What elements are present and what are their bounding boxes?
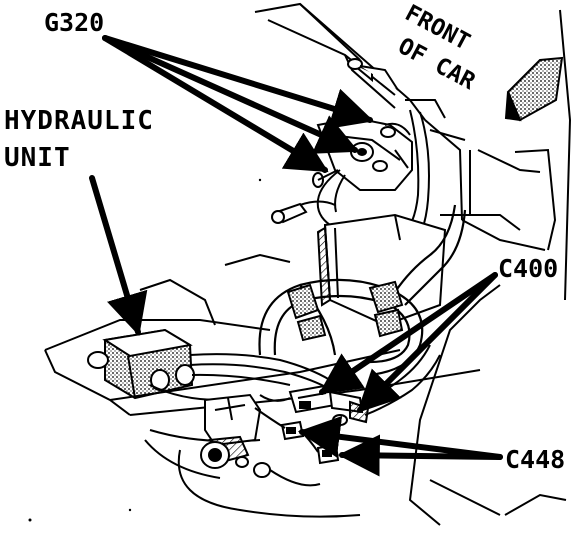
hydraulic-unit-block <box>87 328 195 400</box>
stray-marks <box>28 178 262 522</box>
label-c400: C400 <box>498 254 559 283</box>
ground-bolt <box>271 169 339 224</box>
label-hydraulic-line2: UNIT <box>4 143 71 173</box>
ground-bracket <box>316 116 413 191</box>
harness-clips <box>286 280 404 342</box>
c448-pointer-arrows <box>297 415 503 477</box>
c400-pointer-arrows <box>318 272 498 413</box>
g320-pointer-arrows <box>102 35 375 173</box>
label-hydraulic-line1: HYDRAULIC <box>4 106 154 136</box>
pump-motor <box>200 393 321 487</box>
front-direction-arrow <box>504 56 564 122</box>
upper-pipe <box>347 58 399 91</box>
hydraulic-unit-pointer-arrow <box>89 175 148 337</box>
connector-c448-body <box>280 420 340 465</box>
label-g320: G320 <box>44 8 105 37</box>
body-panel-outline <box>254 2 572 526</box>
label-c448: C448 <box>505 445 566 474</box>
